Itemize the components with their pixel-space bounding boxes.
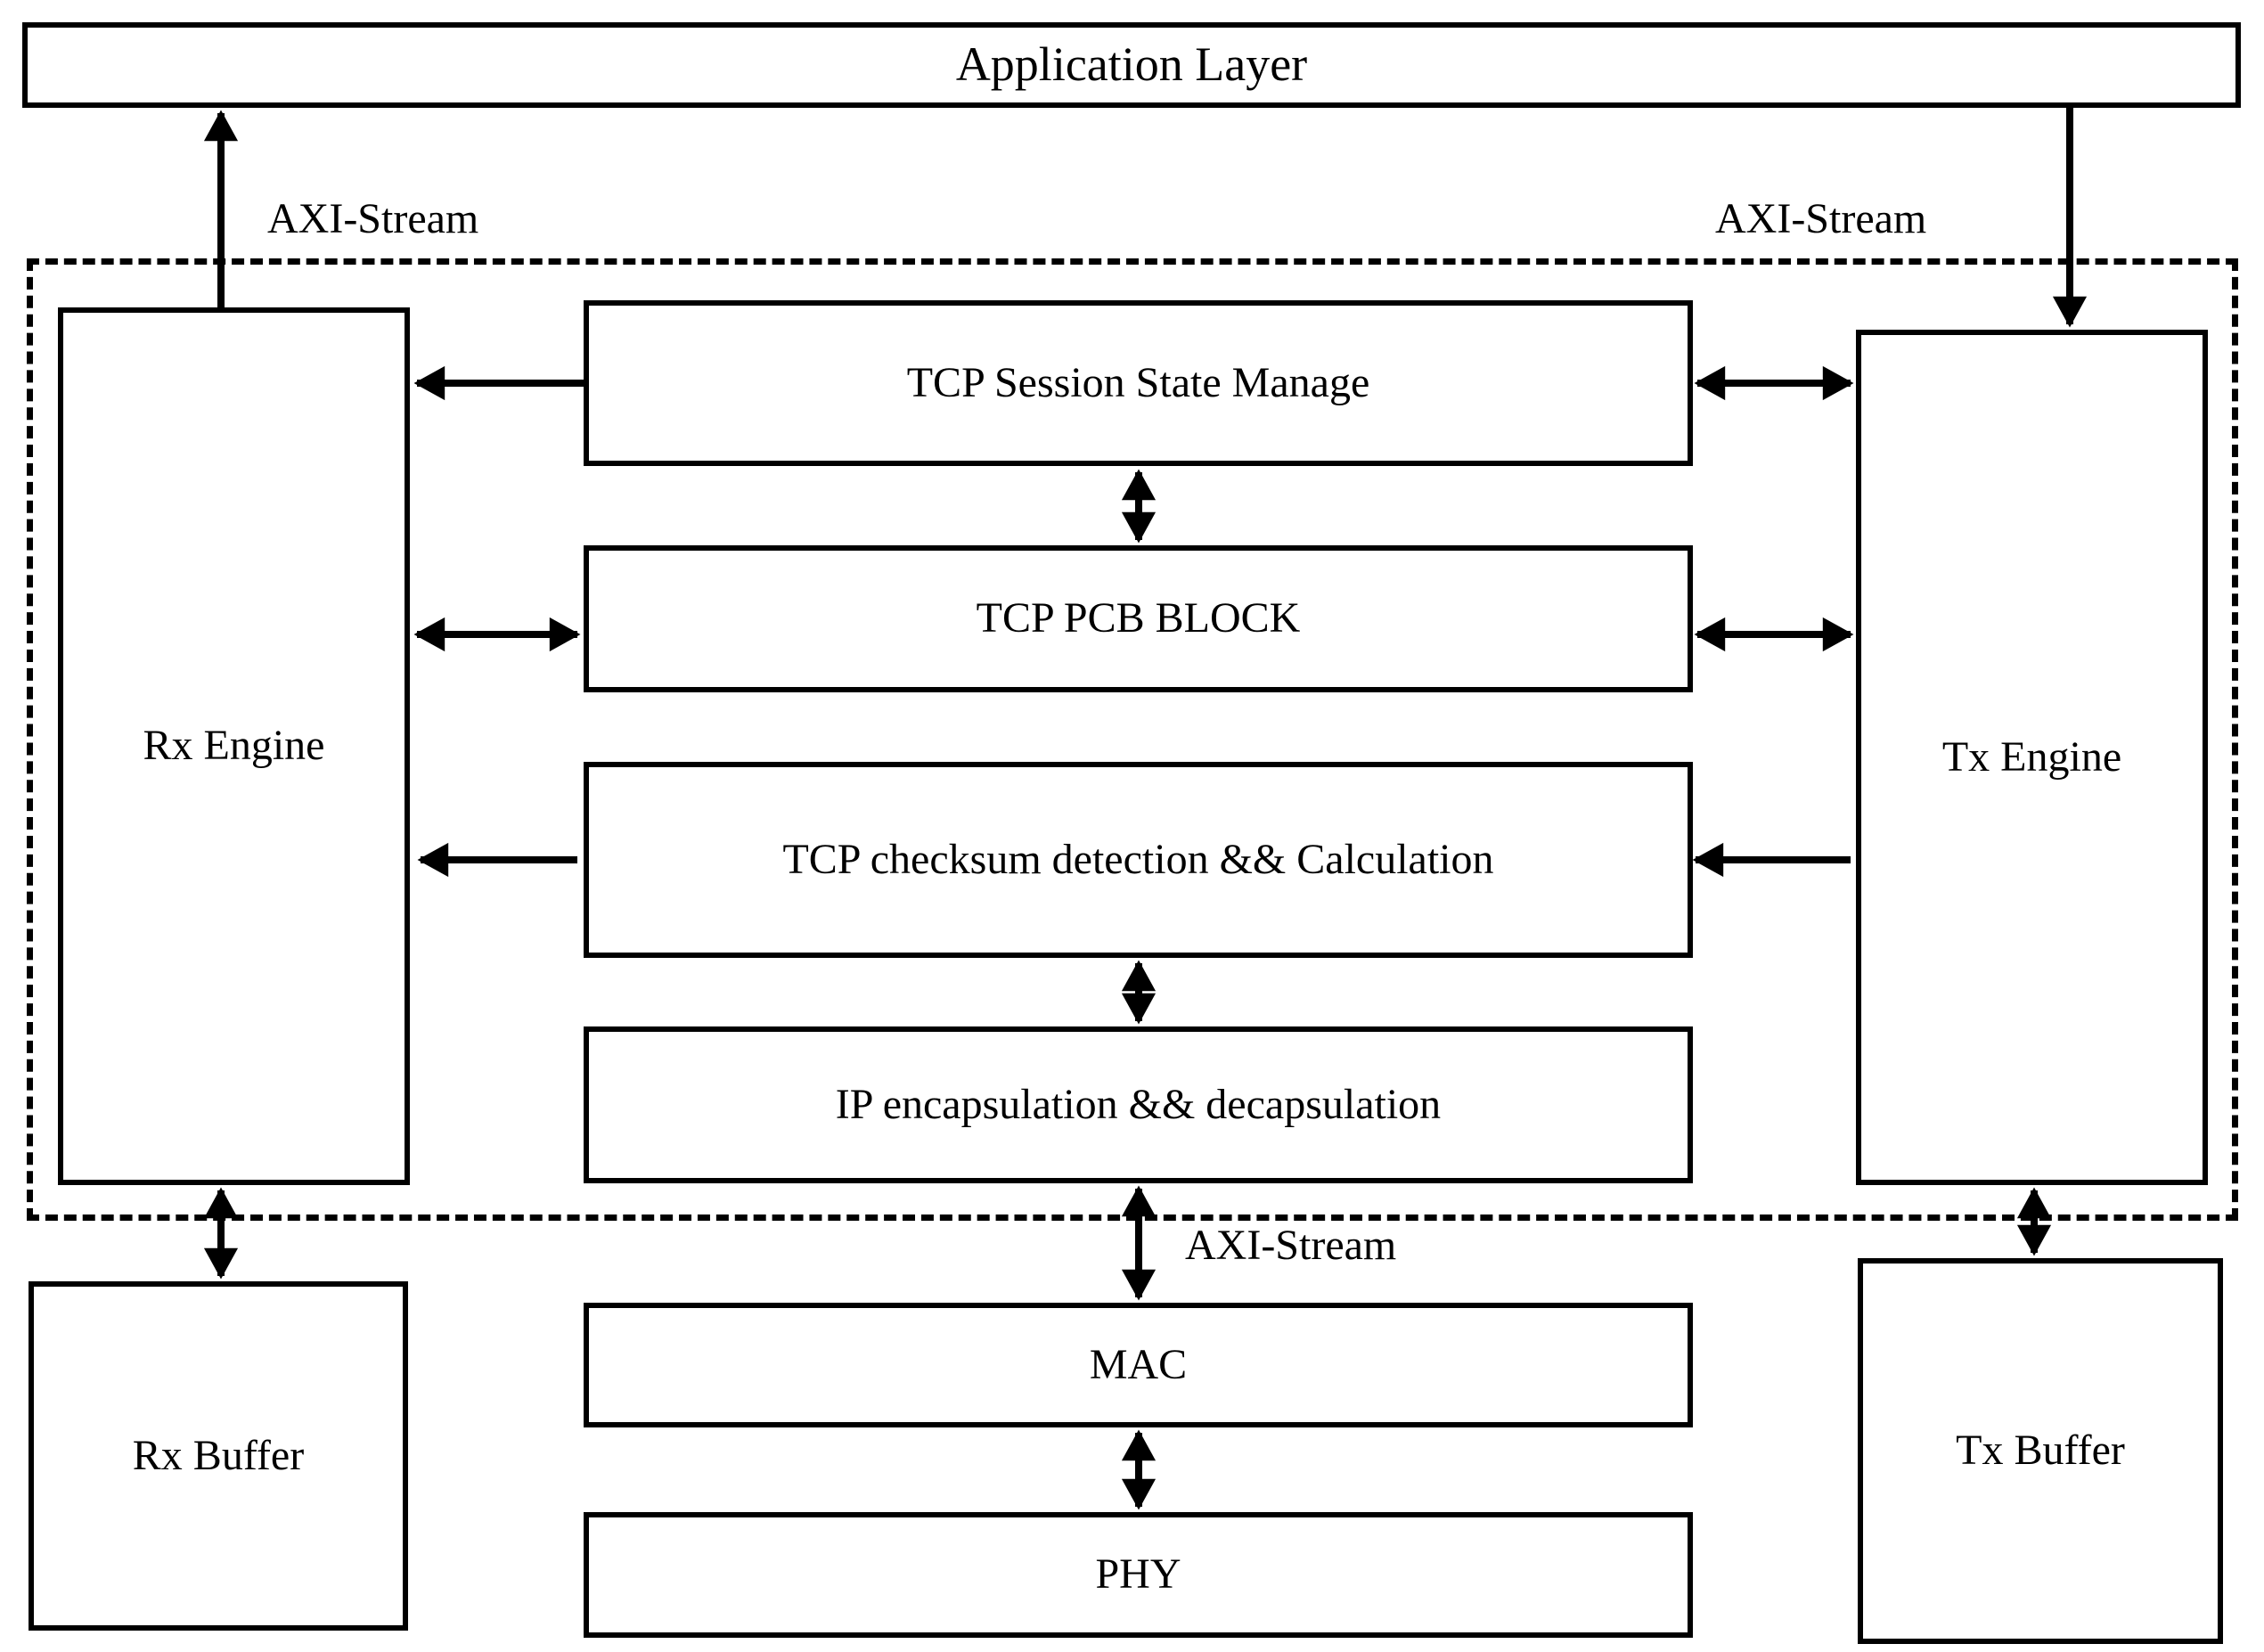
rx-engine-label: Rx Engine (143, 722, 325, 770)
block-rx-engine[interactable]: Rx Engine (58, 307, 410, 1185)
block-application-layer[interactable]: Application Layer (22, 22, 2241, 108)
block-tcp-checksum[interactable]: TCP checksum detection && Calculation (584, 762, 1693, 958)
phy-label: PHY (1095, 1550, 1181, 1599)
application-layer-label: Application Layer (955, 37, 1308, 92)
edge-label-axi-stream-tx: AXI-Stream (1715, 195, 1927, 242)
block-tcp-session-state-manage[interactable]: TCP Session State Manage (584, 300, 1693, 466)
tx-engine-label: Tx Engine (1941, 732, 2122, 781)
block-tcp-pcb[interactable]: TCP PCB BLOCK (584, 545, 1693, 692)
block-mac[interactable]: MAC (584, 1303, 1693, 1427)
rx-buffer-label: Rx Buffer (132, 1431, 305, 1479)
edge-label-axi-stream-mac: AXI-Stream (1185, 1222, 1397, 1269)
mac-label: MAC (1089, 1340, 1188, 1388)
block-phy[interactable]: PHY (584, 1512, 1693, 1638)
tcp-checksum-label: TCP checksum detection && Calculation (782, 835, 1494, 883)
block-ip-encapsulation[interactable]: IP encapsulation && decapsulation (584, 1026, 1693, 1183)
edge-label-axi-stream-rx: AXI-Stream (267, 195, 479, 242)
ip-encapsulation-label: IP encapsulation && decapsulation (835, 1080, 1442, 1128)
block-rx-buffer[interactable]: Rx Buffer (29, 1281, 408, 1631)
tcp-session-state-manage-label: TCP Session State Manage (906, 358, 1370, 406)
tx-buffer-label: Tx Buffer (1956, 1427, 2125, 1475)
block-tx-engine[interactable]: Tx Engine (1856, 330, 2208, 1185)
block-tx-buffer[interactable]: Tx Buffer (1858, 1258, 2223, 1644)
tcp-pcb-label: TCP PCB BLOCK (976, 594, 1301, 642)
